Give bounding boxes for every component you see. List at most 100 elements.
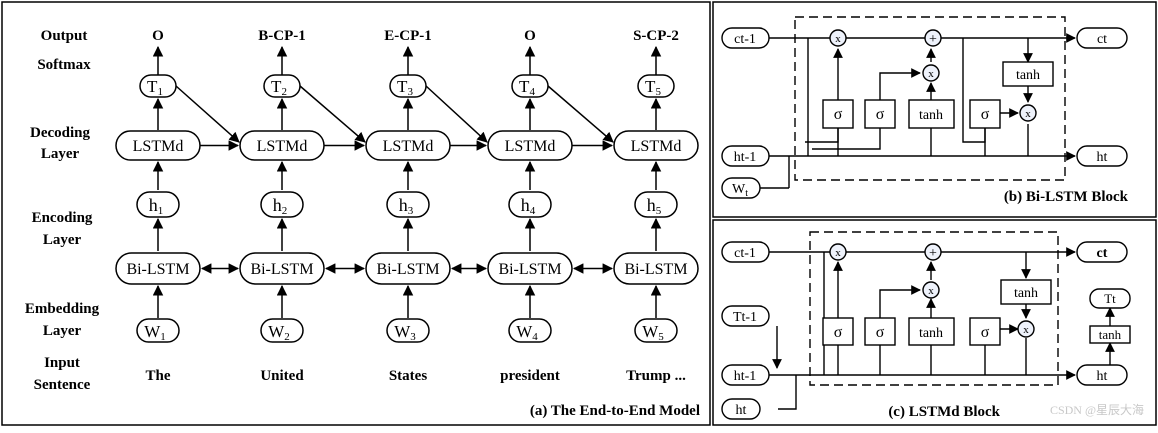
row-label-decoding-1: Decoding [30,125,91,141]
panel-a-frame [1,1,711,426]
panel-a: Output Softmax Decoding Layer Encoding L… [25,28,700,419]
arrow-softmax-feedback-4 [547,85,614,143]
c-input-label: ht [736,403,747,418]
model-columns: OT1LSTMdh1Bi-LSTMW1TheB-CP-1T2LSTMdh2Bi-… [115,28,699,384]
b-candidate-tanh [908,99,955,129]
c-input-gate [864,317,896,346]
input-word-5: Trump ... [626,368,686,384]
output-tag-4: O [524,28,536,44]
b-sigma-3: σ [981,106,990,123]
encoder-node-2 [239,252,325,285]
b-tanh-1: tanh [919,108,943,123]
c-in-tag-label: Tt-1 [733,310,757,325]
c-out-tanh [1089,325,1131,344]
panel-b-dashed-box [794,16,1066,181]
embedding-node-1 [136,318,180,343]
output-tag-3: E-CP-1 [384,28,432,44]
row-label-embedding-1: Embedding [25,301,100,317]
c-out-cell-label: ct [1097,246,1108,261]
panel-c [721,231,1131,420]
panel-c-frame [712,219,1157,426]
encoder-label-1: Bi-LSTM [126,261,189,278]
hidden-label-1: h1 [149,195,164,217]
softmax-label-3: T3 [397,77,413,98]
input-word-4: president [500,368,560,384]
panel-b [721,16,1128,199]
c-cell-tanh [1000,279,1052,305]
c-out-cell-terminal [1076,241,1128,263]
c-forget-gate [822,317,854,346]
encoder-label-4: Bi-LSTM [498,261,561,278]
c-mult-3-label: x [1023,324,1029,336]
input-word-2: United [260,368,304,384]
hidden-node-1 [136,191,180,218]
softmax-label-2: T2 [271,77,287,98]
embedding-label-5: W5 [642,322,664,343]
c-in-hidden-terminal [721,364,770,386]
b-out-hidden-terminal [1076,145,1128,167]
watermark: CSDN @星辰大海 [1050,402,1144,417]
output-tag-2: B-CP-1 [258,28,306,44]
c-tanh-1: tanh [919,326,943,341]
row-label-encoding-2: Layer [43,232,82,248]
encoder-label-3: Bi-LSTM [376,261,439,278]
b-input-label: Wt [732,182,748,199]
b-out-hidden-label: ht [1097,150,1108,165]
panel-b-caption: (b) Bi-LSTM Block [1004,189,1129,205]
embedding-node-4 [508,318,552,343]
hidden-node-3 [386,191,430,218]
c-mult-2-label: x [928,285,934,297]
b-mult-2-label: x [928,68,934,80]
embedding-label-4: W4 [516,322,538,343]
c-out-hidden-terminal [1076,364,1128,386]
encoder-node-1 [115,252,201,285]
input-word-1: The [145,368,170,384]
c-out-hidden-label: ht [1097,369,1108,384]
c-in-cell-label: ct-1 [734,246,756,261]
c-mult-output [1017,320,1035,338]
decoder-node-5 [613,130,699,161]
b-mult-output [1019,104,1037,122]
b-in-hidden-terminal [721,145,770,167]
c-mult-1-label: x [835,247,841,259]
b-mult-3-label: x [1025,108,1031,120]
arrow-softmax-feedback-3 [425,85,488,143]
b-sigma-1: σ [834,106,843,123]
hidden-label-4: h4 [521,195,536,217]
softmax-label-1: T1 [147,77,163,98]
softmax-node-5 [637,74,675,98]
c-in-tag-terminal [721,305,770,327]
embedding-label-1: W1 [144,322,166,343]
row-label-softmax: Softmax [37,57,91,73]
b-out-cell-label: ct [1097,32,1107,47]
b-add-label: + [929,32,937,47]
c-out-tag-label: Tt [1104,291,1116,306]
b-add [924,29,942,47]
c-add-label: + [929,246,937,261]
c-mult-input [922,281,940,299]
b-sigma-2: σ [876,106,885,123]
output-tag-1: O [152,28,164,44]
hidden-node-2 [260,191,304,218]
panel-b-frame [712,1,1157,218]
encoder-label-5: Bi-LSTM [624,261,687,278]
embedding-label-3: W3 [394,322,416,343]
b-output-gate [969,99,1001,129]
c-in-cell-terminal [721,241,770,263]
row-label-encoding-1: Encoding [32,210,93,226]
row-label-input-2: Sentence [34,377,91,393]
c-out-tag-terminal [1089,288,1131,309]
row-label-embedding-2: Layer [43,323,82,339]
decoder-label-2: LSTMd [257,138,308,155]
b-mult-forget [829,29,847,47]
b-cell-tanh [1002,61,1054,87]
b-in-cell-label: ct-1 [734,32,756,47]
row-label-output: Output [41,28,88,44]
c-input-terminal [721,398,761,420]
embedding-node-5 [634,318,678,343]
hidden-node-4 [508,191,552,218]
panel-a-caption: (a) The End-to-End Model [530,403,700,419]
b-forget-gate [822,99,854,129]
c-sigma-2: σ [876,324,885,341]
